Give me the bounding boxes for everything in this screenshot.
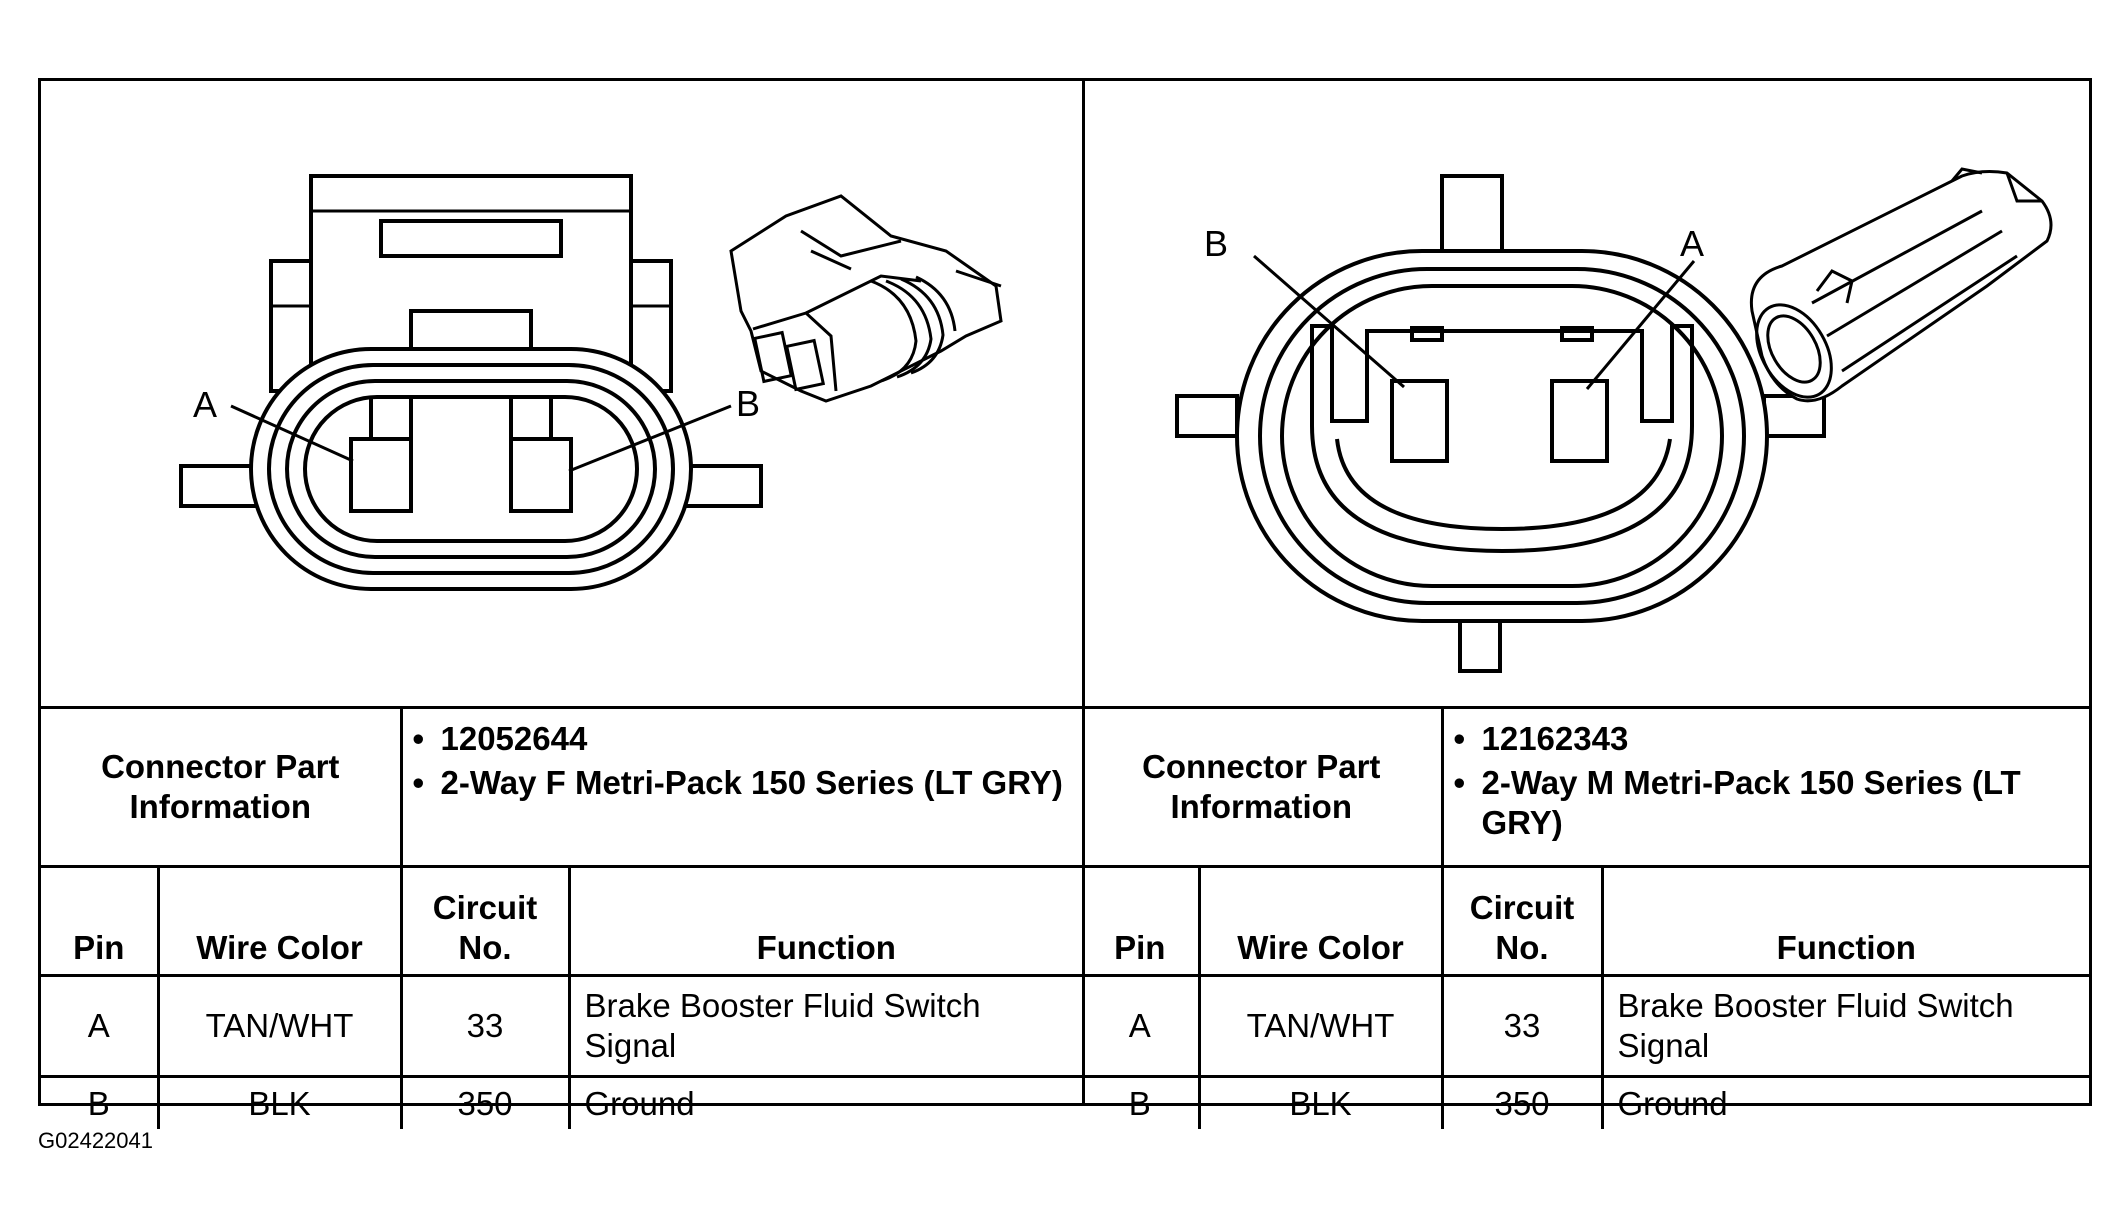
wire-color-cell: BLK xyxy=(156,1075,403,1129)
pin-cell: B xyxy=(41,1075,160,1129)
female-connector-face xyxy=(179,174,763,591)
header-circuit: Circuit No. xyxy=(399,865,571,977)
header-wire-color: Wire Color xyxy=(156,865,403,977)
part-number: 12162343 xyxy=(1454,719,2082,759)
header-pin: Pin xyxy=(41,865,160,977)
callout-a: A xyxy=(193,384,217,425)
part-description: 2-Way M Metri-Pack 150 Series (LT GRY) xyxy=(1454,763,2082,843)
part-description: 2-Way F Metri-Pack 150 Series (LT GRY) xyxy=(413,763,1075,803)
pin-cell: B xyxy=(1082,1075,1201,1129)
table-row: A TAN/WHT 33 Brake Booster Fluid Switch … xyxy=(1082,974,2089,1078)
info-label: Connector Part Information xyxy=(41,706,403,868)
female-connector-isometric xyxy=(729,194,1003,403)
info-items: 12052644 2-Way F Metri-Pack 150 Series (… xyxy=(399,706,1082,868)
male-connector-face xyxy=(1175,174,1826,673)
function-cell: Ground xyxy=(1600,1075,2089,1129)
header-function: Function xyxy=(1600,865,2089,977)
female-connector-table: Connector Part Information 12052644 2-Wa… xyxy=(41,706,1082,1129)
diagram-frame: A B xyxy=(38,78,2092,1129)
callout-b: B xyxy=(736,383,760,424)
info-label: Connector Part Information xyxy=(1082,706,1444,868)
info-items: 12162343 2-Way M Metri-Pack 150 Series (… xyxy=(1440,706,2089,868)
circuit-cell: 350 xyxy=(399,1075,571,1129)
circuit-cell: 350 xyxy=(1440,1075,1604,1129)
header-wire-color: Wire Color xyxy=(1197,865,1444,977)
header-pin: Pin xyxy=(1082,865,1201,977)
figure-id: G02422041 xyxy=(38,1128,153,1153)
pin-cell: A xyxy=(1082,974,1201,1078)
wire-color-cell: TAN/WHT xyxy=(1197,974,1444,1078)
callout-a: A xyxy=(1680,223,1704,264)
function-cell: Brake Booster Fluid Switch Signal xyxy=(567,974,1082,1078)
male-connector-drawing: B A xyxy=(1082,81,2089,706)
wire-color-cell: TAN/WHT xyxy=(156,974,403,1078)
part-number: 12052644 xyxy=(413,719,1075,759)
header-function: Function xyxy=(567,865,1082,977)
pin-cell: A xyxy=(41,974,160,1078)
callout-b: B xyxy=(1204,223,1228,264)
connector-panel-male: B A xyxy=(1082,81,2089,1129)
pin-callouts: A B xyxy=(193,383,760,473)
connector-panel-female: A B xyxy=(41,81,1085,1129)
header-circuit: Circuit No. xyxy=(1440,865,1604,977)
function-cell: Brake Booster Fluid Switch Signal xyxy=(1600,974,2089,1078)
table-row: A TAN/WHT 33 Brake Booster Fluid Switch … xyxy=(41,974,1082,1078)
circuit-cell: 33 xyxy=(1440,974,1604,1078)
male-connector-isometric xyxy=(1749,167,2053,403)
pin-callouts: B A xyxy=(1204,223,1704,390)
table-row: B BLK 350 Ground xyxy=(1082,1075,2089,1129)
female-connector-drawing: A B xyxy=(41,81,1082,706)
function-cell: Ground xyxy=(567,1075,1082,1129)
circuit-cell: 33 xyxy=(399,974,571,1078)
table-row: B BLK 350 Ground xyxy=(41,1075,1082,1129)
wire-color-cell: BLK xyxy=(1197,1075,1444,1129)
male-connector-table: Connector Part Information 12162343 2-Wa… xyxy=(1082,706,2089,1129)
